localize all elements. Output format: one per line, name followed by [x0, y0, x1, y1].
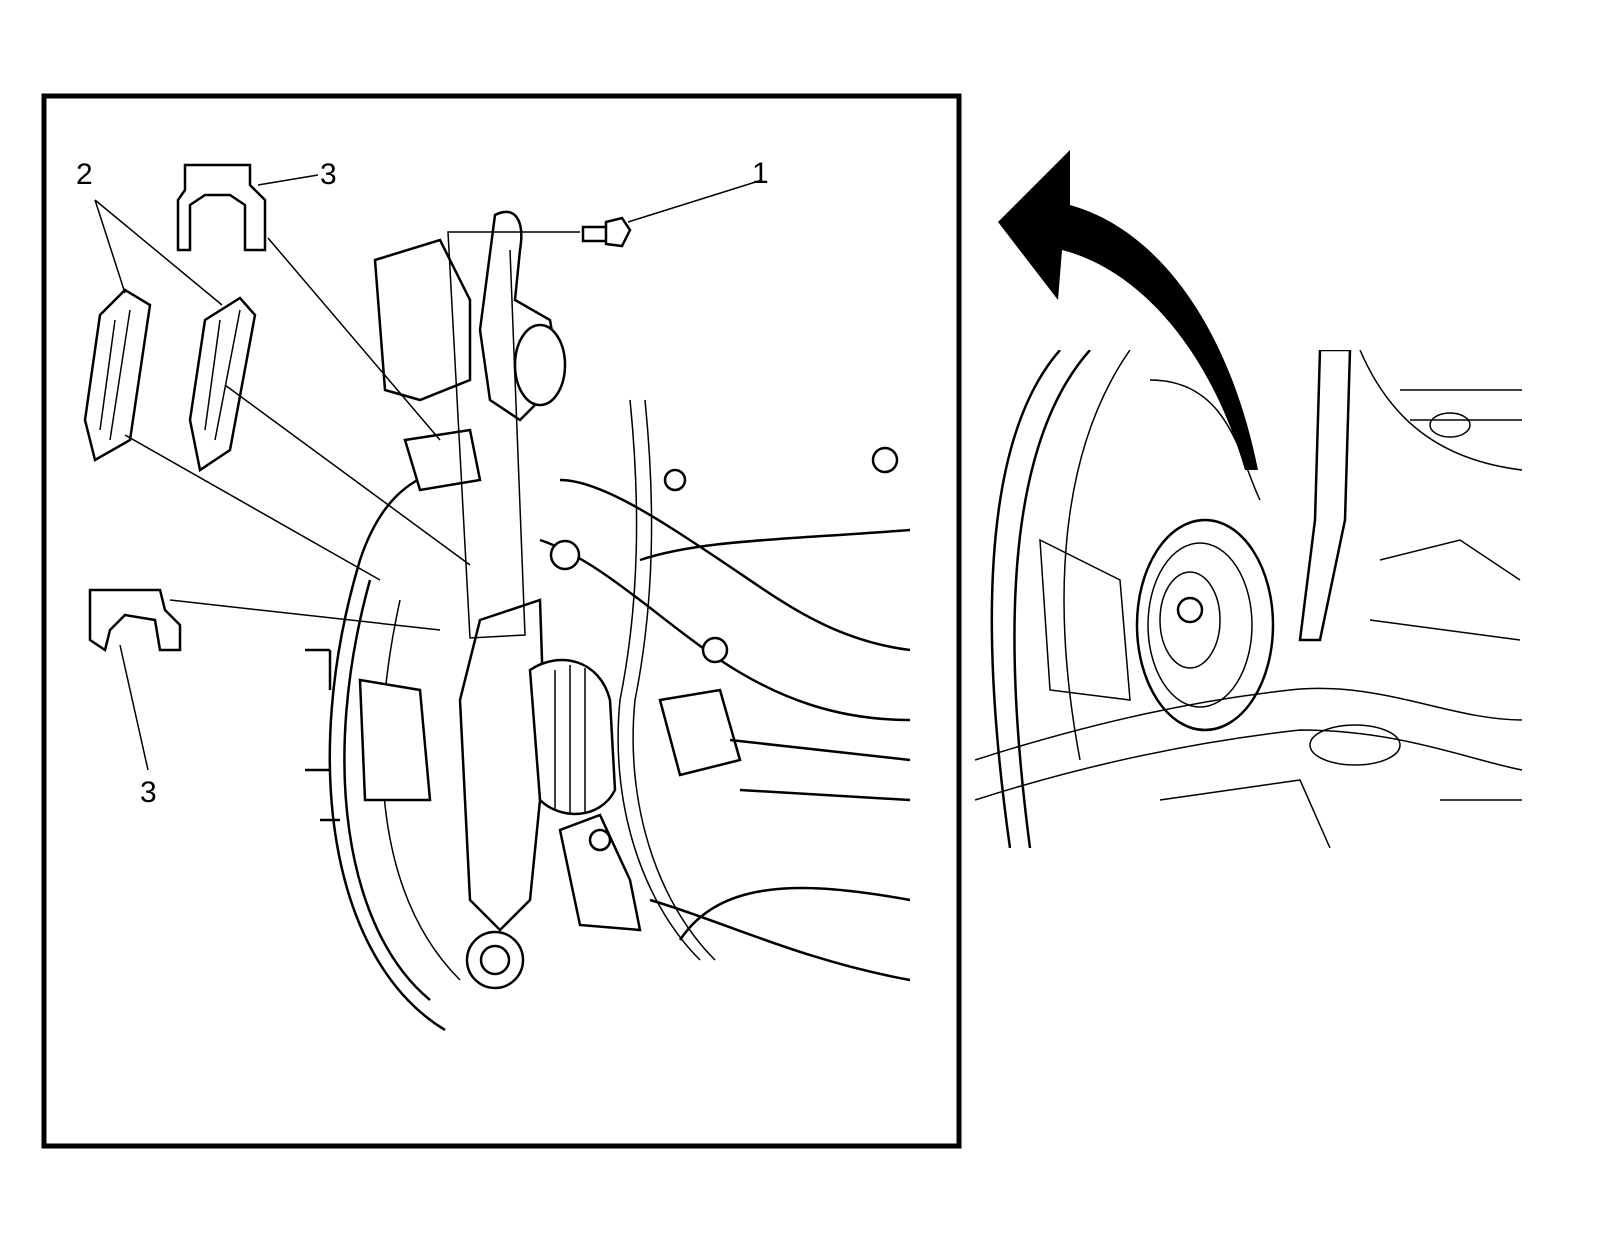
callout-3-upper: 3 [320, 158, 337, 191]
main-view-frame [41, 93, 962, 1149]
brake-pads [83, 288, 257, 473]
curved-arrow-icon [998, 150, 1258, 470]
brake-rotor [305, 468, 461, 1032]
caliper-bolt [581, 216, 632, 248]
upper-pad-clip [176, 163, 267, 252]
crossmember [539, 399, 911, 982]
knuckle-and-control-arm [458, 598, 742, 990]
callout-2: 2 [76, 158, 93, 191]
leader-lines [94, 174, 763, 771]
caliper-bracket [373, 210, 567, 492]
callout-3-lower: 3 [140, 776, 157, 809]
lower-pad-clip [88, 588, 182, 653]
callout-1: 1 [752, 157, 769, 190]
inset-vehicle-view [975, 350, 1522, 848]
